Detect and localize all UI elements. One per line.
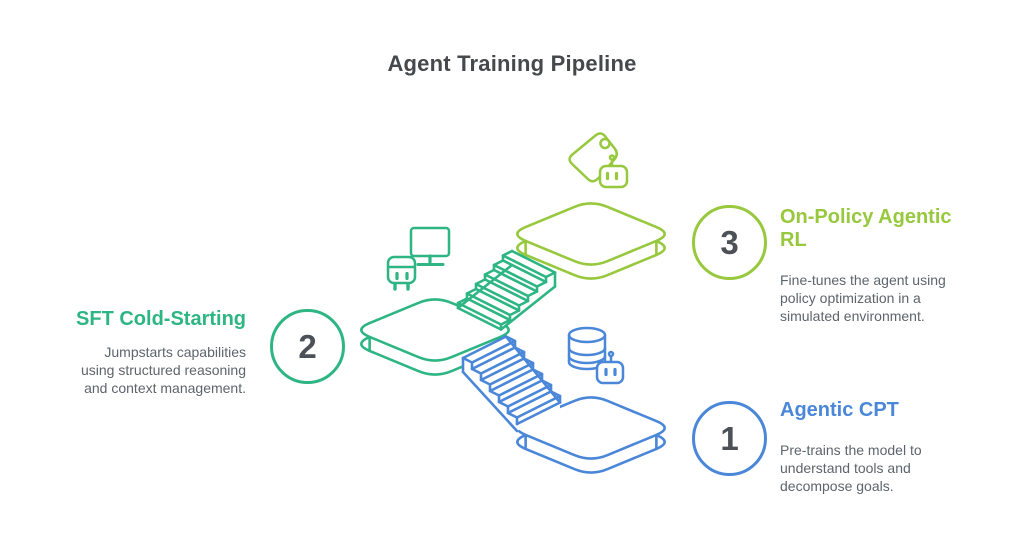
tag-robot-icon bbox=[568, 132, 629, 189]
robot-head bbox=[595, 360, 625, 385]
robot-antenna-knob bbox=[607, 350, 615, 358]
step-title: SFT Cold-Starting bbox=[76, 308, 246, 330]
database-ring bbox=[567, 354, 607, 365]
step-title: Agentic CPT bbox=[780, 399, 899, 421]
database-ring bbox=[567, 346, 607, 357]
step-number: 2 bbox=[298, 327, 317, 365]
page-title: Agent Training Pipeline bbox=[387, 51, 637, 76]
step-number: 3 bbox=[720, 223, 739, 261]
step-number: 1 bbox=[720, 419, 739, 457]
robot-head bbox=[598, 164, 629, 189]
robot-antenna-knob bbox=[608, 154, 616, 161]
step-number-badge: 1 bbox=[692, 401, 767, 476]
monitor-screen bbox=[409, 226, 451, 258]
step-description: Fine-tunes the agent using policy optimi… bbox=[780, 272, 946, 324]
database-robot-icon bbox=[567, 326, 625, 385]
database-top bbox=[567, 326, 607, 344]
step-title: On-Policy Agentic RL bbox=[780, 206, 952, 252]
step-description: Pre-trains the model to understand tools… bbox=[780, 442, 922, 494]
robot-head bbox=[386, 255, 417, 285]
step-number-badge: 2 bbox=[270, 309, 345, 384]
step-description: Jumpstarts capabilities using structured… bbox=[81, 344, 246, 396]
tag-hole bbox=[599, 137, 611, 150]
monitor-robot-icon bbox=[386, 226, 451, 291]
step-number-badge: 3 bbox=[692, 205, 767, 280]
isometric-staircase bbox=[360, 202, 666, 474]
